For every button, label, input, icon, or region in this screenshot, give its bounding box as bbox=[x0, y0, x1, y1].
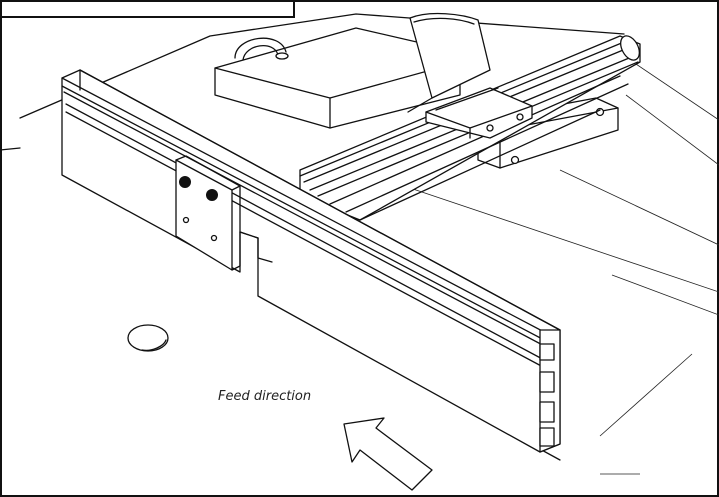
clamp-plate bbox=[175, 155, 241, 271]
flip-stop bbox=[407, 12, 491, 113]
table-hole bbox=[127, 324, 169, 352]
rear-platform bbox=[214, 27, 461, 129]
feed-direction-arrow-icon bbox=[343, 417, 433, 491]
feed-direction-label: Feed direction bbox=[218, 389, 311, 404]
handle bbox=[234, 37, 289, 61]
stop-block bbox=[425, 87, 533, 139]
label-box bbox=[0, 0, 295, 18]
fence-end-profile bbox=[539, 329, 561, 453]
